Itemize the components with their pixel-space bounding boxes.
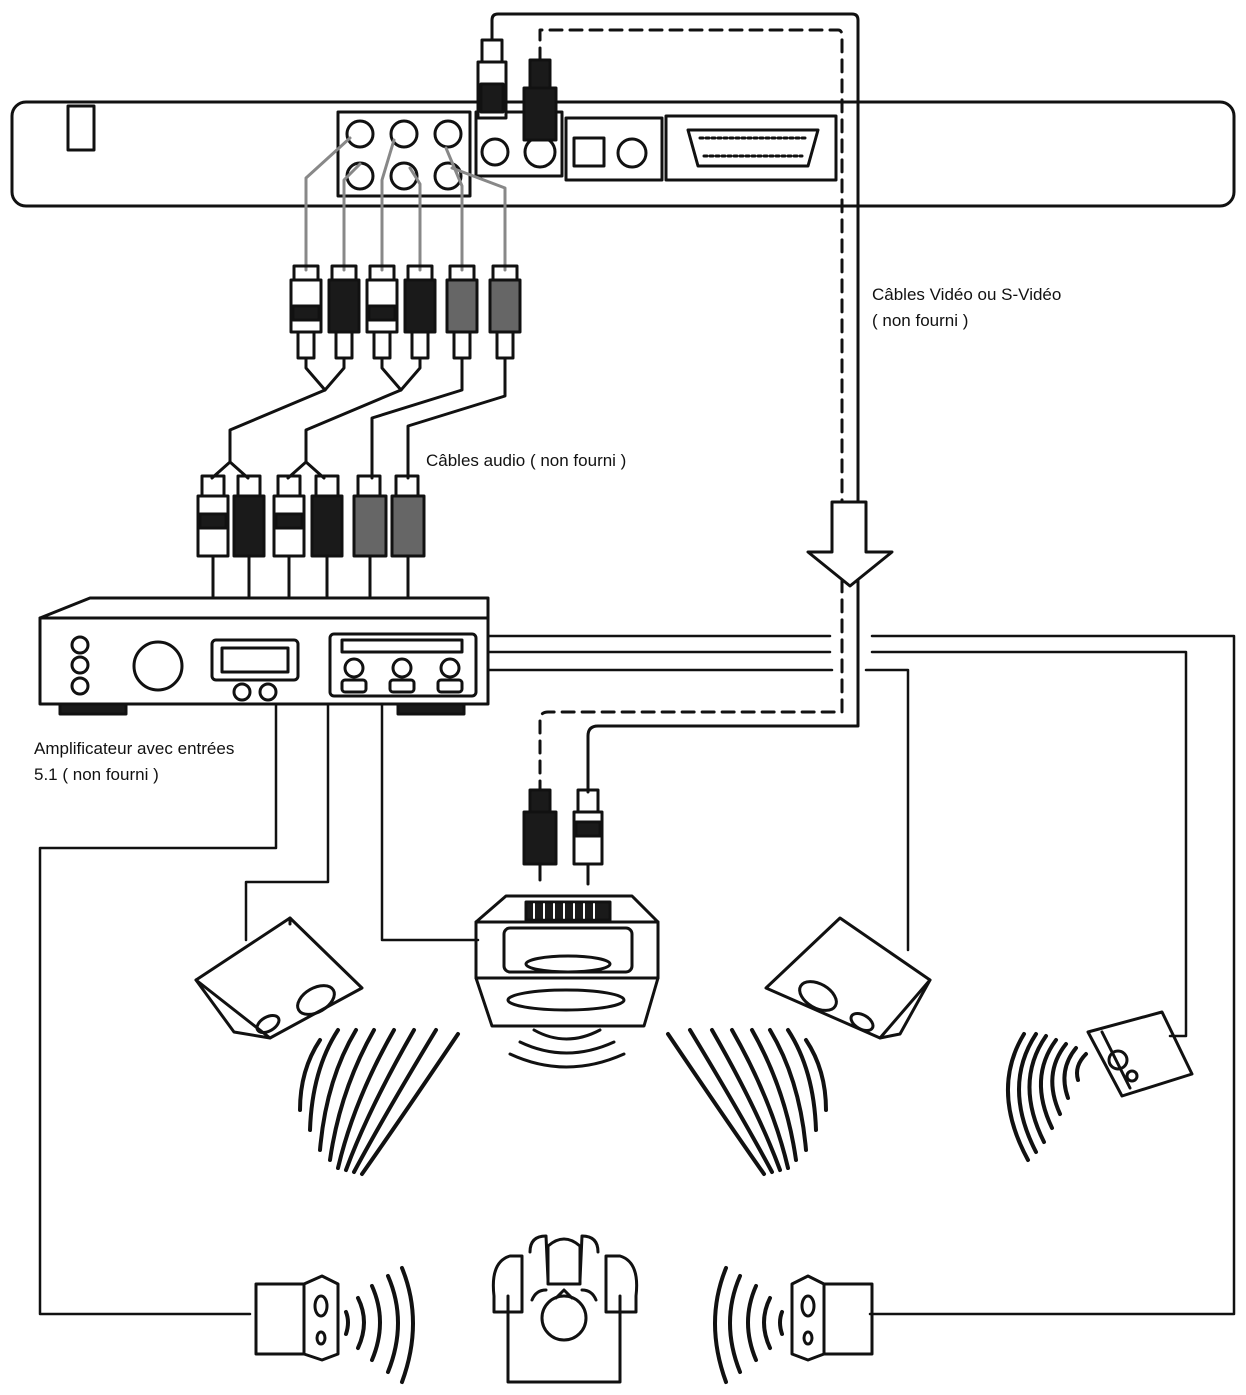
audio-cables-label: Câbles audio ( non fourni ) bbox=[426, 451, 627, 470]
wire-rear-right bbox=[486, 634, 1236, 1316]
subwoofer-icon bbox=[1006, 1010, 1194, 1162]
video-output-jack bbox=[480, 137, 510, 167]
television bbox=[474, 894, 660, 1069]
wire-center bbox=[380, 702, 480, 942]
coaxial-jack bbox=[616, 137, 648, 169]
listener-icon bbox=[491, 1234, 639, 1384]
down-arrow-icon bbox=[806, 500, 894, 588]
video-plug-top bbox=[476, 38, 508, 120]
video-cables-label-line-2: ( non fourni ) bbox=[872, 311, 969, 330]
speaker-icon bbox=[254, 1266, 415, 1384]
amplifier-5-1 bbox=[38, 596, 490, 716]
optical-jack bbox=[572, 136, 606, 168]
audio-cables bbox=[196, 264, 522, 598]
speaker-icon bbox=[194, 916, 460, 1176]
scart-connector bbox=[686, 128, 820, 168]
wire-front-left bbox=[244, 702, 330, 942]
video-cables-label-line-1: Câbles Vidéo ou S-Vidéo bbox=[872, 285, 1062, 304]
wire-front-right bbox=[486, 668, 910, 952]
amplifier-label: Amplificateur avec entrées 5.1 ( non fou… bbox=[34, 736, 234, 788]
speaker-icon bbox=[713, 1266, 874, 1384]
wire-subwoofer bbox=[486, 650, 1188, 1038]
s-video-plug-tv bbox=[522, 788, 558, 882]
s-video-cable bbox=[538, 28, 844, 794]
wire-rear-left bbox=[38, 702, 278, 1316]
dvd-player-rear-panel bbox=[10, 100, 1236, 208]
video-plug-tv bbox=[572, 788, 604, 886]
amplifier-label-line-2: 5.1 ( non fourni ) bbox=[34, 765, 159, 784]
video-cables-label: Câbles Vidéo ou S-Vidéo ( non fourni ) bbox=[872, 282, 1061, 334]
audio-output-jacks bbox=[345, 119, 463, 191]
speaker-icon bbox=[666, 916, 932, 1176]
volume-knob bbox=[132, 640, 184, 692]
amplifier-label-line-1: Amplificateur avec entrées bbox=[34, 739, 235, 758]
video-cable bbox=[490, 12, 860, 794]
s-video-plug-top bbox=[522, 58, 558, 142]
